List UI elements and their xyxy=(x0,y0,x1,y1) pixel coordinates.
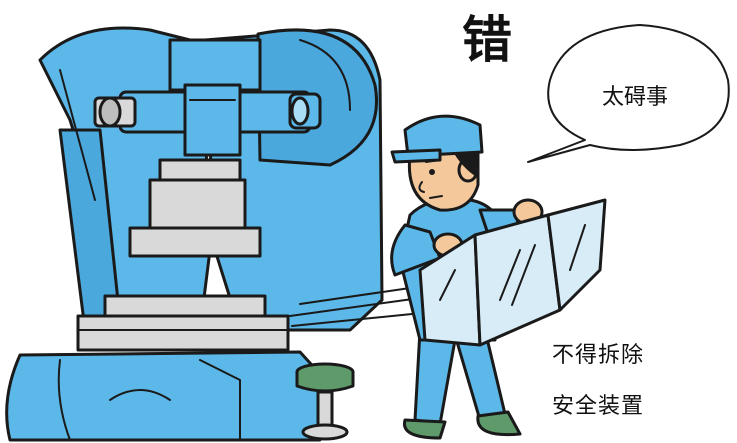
speech-bubble xyxy=(527,24,730,163)
ram-die xyxy=(128,226,262,258)
worker-cap xyxy=(403,114,484,158)
stool xyxy=(295,362,355,441)
guard-panel-right xyxy=(546,198,607,312)
press-neck xyxy=(183,83,242,157)
worker-shoe-left xyxy=(402,418,447,440)
worker-cap-brim xyxy=(390,148,442,164)
guard-panel-center xyxy=(473,213,562,347)
worker-leg-left xyxy=(413,328,457,426)
press-bed xyxy=(76,314,290,352)
speech-text: 太碍事 xyxy=(602,85,669,110)
speech-bubble-shape xyxy=(527,24,730,163)
press-machine xyxy=(5,26,433,442)
title-char: 错 xyxy=(462,11,512,69)
worker-shoe-right xyxy=(476,410,522,437)
caption-line-1: 不得拆除 xyxy=(552,343,645,368)
safety-guard xyxy=(418,198,607,347)
ram-body xyxy=(148,178,247,232)
ram-top xyxy=(158,158,242,182)
caption-line-2: 安全装置 xyxy=(552,394,645,419)
press-base xyxy=(5,350,332,442)
press-head xyxy=(168,38,262,92)
